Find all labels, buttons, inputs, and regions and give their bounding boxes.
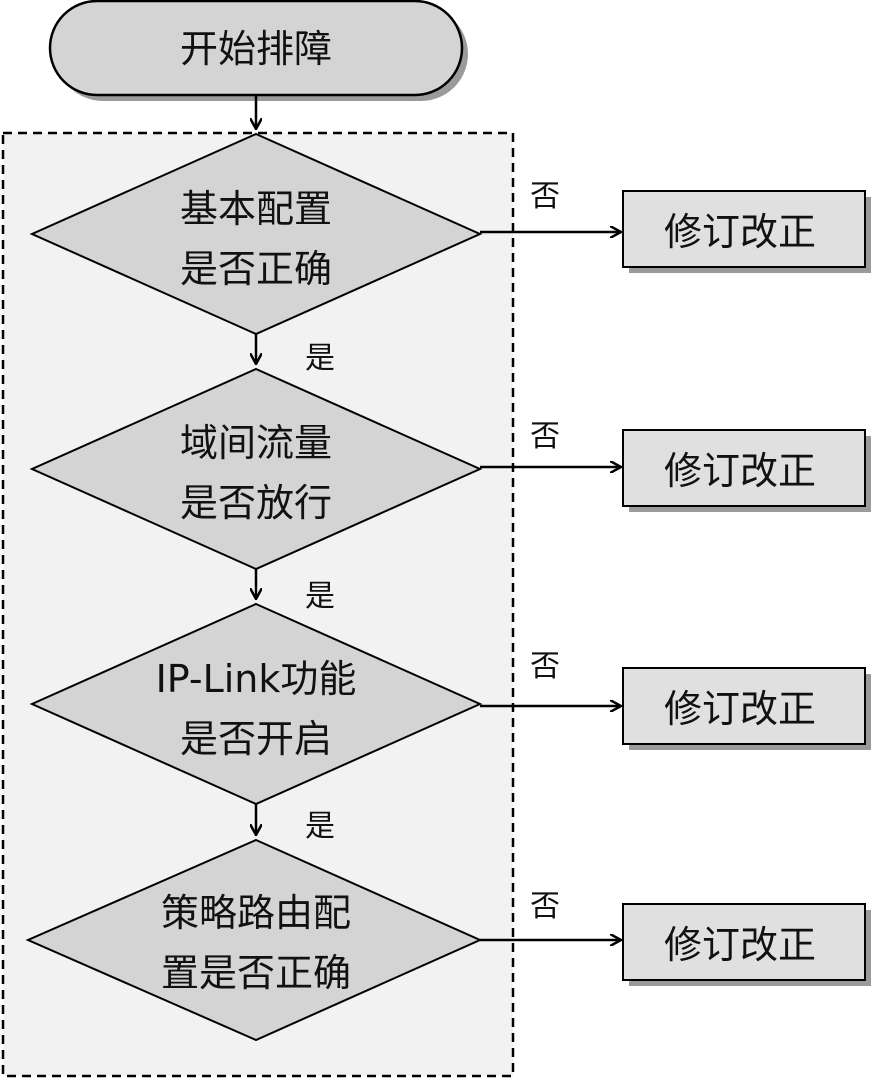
decision-2-line-2: 是否放行 <box>180 481 332 525</box>
decision-1-no-label: 否 <box>530 179 560 214</box>
decision-1-line-1: 基本配置 <box>180 187 332 231</box>
action-2-label: 修订改正 <box>664 449 816 493</box>
decision-1: 基本配置 是否正确 <box>29 132 483 336</box>
decision-3-line-2: 是否开启 <box>180 717 332 761</box>
decision-2: 域间流量 是否放行 <box>29 367 483 571</box>
action-box-4: 修订改正 <box>622 903 871 986</box>
decision-3-line-1: IP-Link功能 <box>156 657 357 701</box>
decision-2-line-1: 域间流量 <box>180 421 332 465</box>
decision-3: IP-Link功能 是否开启 <box>29 602 483 806</box>
decision-2-no-label: 否 <box>530 419 560 454</box>
action-box-1: 修订改正 <box>622 190 871 273</box>
decision-2-yes-label: 是 <box>305 579 335 614</box>
action-box-2: 修订改正 <box>622 429 871 512</box>
decision-4-line-1: 策略路由配 <box>161 891 351 935</box>
decision-3-yes-label: 是 <box>305 809 335 844</box>
decision-4-no-label: 否 <box>530 889 560 924</box>
decision-1-yes-label: 是 <box>305 341 335 376</box>
start-node: 开始排障 <box>48 0 468 101</box>
decision-1-line-2: 是否正确 <box>180 247 332 291</box>
action-box-3: 修订改正 <box>622 667 871 750</box>
action-1-label: 修订改正 <box>664 210 816 254</box>
decision-4: 策略路由配 置是否正确 <box>25 838 483 1042</box>
action-4-label: 修订改正 <box>664 923 816 967</box>
action-3-label: 修订改正 <box>664 687 816 731</box>
decision-4-line-2: 置是否正确 <box>161 951 351 995</box>
decision-3-no-label: 否 <box>530 649 560 684</box>
start-label: 开始排障 <box>180 27 332 71</box>
